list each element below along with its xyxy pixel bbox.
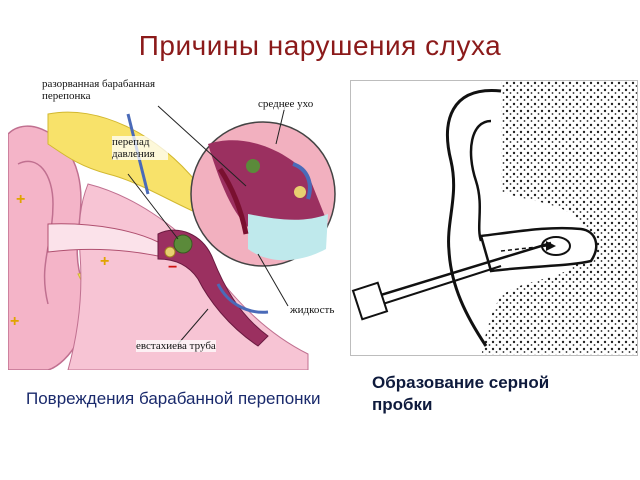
label-ruptured-membrane: разорванная барабанная перепонка — [42, 78, 192, 102]
ear-anatomy-illustration — [8, 101, 336, 370]
minus-sign: − — [168, 259, 178, 276]
label-eustachian-tube: евстахиева труба — [136, 340, 216, 352]
zoom-inset — [190, 121, 336, 267]
page-title: Причины нарушения слуха — [138, 30, 502, 61]
blue-channel-2 — [216, 283, 269, 314]
caption-membrane-damage: Повреждения барабанной перепонки — [26, 389, 321, 408]
plus-sign: + — [10, 313, 20, 330]
plus-sign: + — [100, 253, 110, 270]
label-pressure-drop: перепад давления — [112, 136, 168, 160]
ear-fold — [17, 160, 54, 305]
auricle — [446, 89, 502, 347]
caption-earwax-plug: Образование серной пробки — [372, 373, 550, 414]
label-middle-ear: среднее ухо — [258, 98, 314, 110]
plus-sign: + — [16, 191, 26, 208]
earwax-plug-illustration — [351, 81, 637, 355]
probe-instrument — [351, 241, 556, 321]
earwax-plug-diagram — [350, 80, 638, 356]
label-fluid: жидкость — [290, 304, 335, 316]
auricle-inner — [469, 119, 492, 242]
tube-shape — [157, 229, 269, 347]
ossicle — [173, 234, 193, 254]
ear-anatomy-diagram: разорванная барабанная перепонка среднее… — [8, 74, 338, 370]
head-tissue — [481, 81, 637, 355]
ossicle-2 — [164, 246, 176, 258]
ear-canal — [479, 226, 598, 273]
